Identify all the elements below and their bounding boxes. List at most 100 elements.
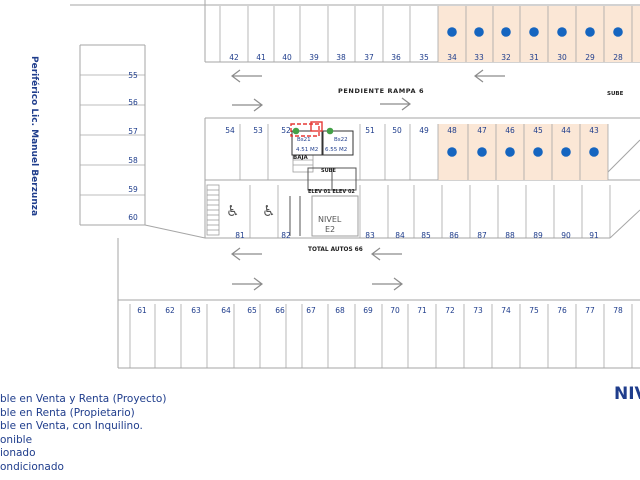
legend: ble en Venta y Renta (Proyecto) ble en R… [0, 393, 166, 475]
availability-dot [613, 27, 623, 37]
highlight-middle-row [438, 124, 608, 180]
spot-number: 63 [191, 306, 201, 315]
spot-number: 62 [165, 306, 175, 315]
spot-number: 44 [561, 126, 571, 135]
spot-number: 77 [585, 306, 595, 315]
availability-dot [477, 147, 487, 157]
spot-number: 89 [533, 231, 543, 240]
arrow-left-icon [371, 247, 402, 261]
arrow-left-icon [474, 69, 505, 83]
spot-number: 32 [501, 53, 511, 62]
spot-number: 28 [613, 53, 623, 62]
availability-dot [589, 147, 599, 157]
spot-number: 75 [529, 306, 539, 315]
spot-number: 64 [221, 306, 231, 315]
storage-area: 4.51 M2 [296, 147, 318, 153]
spot-number: 61 [137, 306, 147, 315]
lane-arrows [231, 69, 505, 291]
total-label: TOTAL AUTOS 66 [308, 247, 363, 253]
spot-number: 58 [128, 156, 138, 165]
spot-number: 49 [419, 126, 429, 135]
availability-dot [505, 147, 515, 157]
spot-number: 72 [445, 306, 455, 315]
street-name: Periférico Lic. Manuel Berzunza [29, 56, 40, 216]
spot-number: 43 [589, 126, 599, 135]
elevator-core [289, 167, 359, 237]
spot-number: 36 [391, 53, 401, 62]
baja-label: BAJA [293, 155, 308, 161]
availability-dot [561, 147, 571, 157]
spot-number: 52 [281, 126, 291, 135]
spot-number: 35 [419, 53, 429, 62]
spot-number: 66 [275, 306, 285, 315]
storage-code: Bs22 [334, 137, 348, 143]
spot-number: 60 [128, 213, 138, 222]
spot-number: 69 [363, 306, 373, 315]
green-dot [326, 127, 334, 135]
availability-dot [585, 27, 595, 37]
spot-number: 33 [474, 53, 484, 62]
availability-dots [447, 27, 623, 157]
spot-number: 31 [529, 53, 539, 62]
green-dot [292, 127, 300, 135]
highlight-top-row [438, 6, 640, 62]
spot-number: 56 [128, 98, 138, 107]
storage-unit [322, 130, 354, 156]
spot-number: 87 [477, 231, 487, 240]
spot-number: 48 [447, 126, 457, 135]
spot-number: 54 [225, 126, 235, 135]
arrow-right-icon [232, 277, 263, 291]
arrow-right-icon [380, 97, 411, 111]
spot-number: 55 [128, 71, 138, 80]
spot-number: 73 [473, 306, 483, 315]
spot-number: 91 [589, 231, 599, 240]
arrow-left-icon [231, 69, 262, 83]
spot-number: 47 [477, 126, 487, 135]
spot-number: 82 [281, 231, 291, 240]
spot-number: 76 [557, 306, 567, 315]
spot-number: 53 [253, 126, 263, 135]
spot-number: 38 [336, 53, 346, 62]
spot-number: 51 [365, 126, 375, 135]
legend-item: ondicionado [0, 460, 64, 473]
sube-label: SUBE [321, 168, 336, 174]
spot-number: 81 [235, 231, 245, 240]
availability-dot [533, 147, 543, 157]
spot-number: 30 [557, 53, 567, 62]
selection-mark [310, 121, 323, 132]
spot-number: 45 [533, 126, 543, 135]
spot-number: 88 [505, 231, 515, 240]
spot-number: 42 [229, 53, 239, 62]
legend-item: ionado [0, 447, 36, 460]
spot-number: 50 [392, 126, 402, 135]
level-label: NIVEL [318, 215, 342, 224]
arrow-right-icon [372, 277, 403, 291]
availability-dot [557, 27, 567, 37]
legend-item: ble en Venta, con Inquilino. [0, 420, 143, 433]
spot-number: 46 [505, 126, 515, 135]
spot-number: 67 [306, 306, 316, 315]
spot-number: 34 [447, 53, 457, 62]
spot-number: 41 [256, 53, 266, 62]
spot-number: 90 [561, 231, 571, 240]
spot-dividers [80, 6, 633, 368]
arrow-right-icon [232, 98, 263, 112]
spot-number: 84 [395, 231, 405, 240]
spot-number: 70 [390, 306, 400, 315]
spot-number: 39 [309, 53, 319, 62]
availability-dot [501, 27, 511, 37]
storage-code: Bs21 [297, 137, 311, 143]
availability-dot [474, 27, 484, 37]
street-label: Periférico Lic. Manuel Berzunza [22, 50, 48, 220]
level-code: E2 [325, 225, 335, 234]
spot-number: 37 [364, 53, 374, 62]
storage-area: 6.55 M2 [325, 147, 347, 153]
wheelchair-icon: ♿ [262, 202, 275, 220]
wheelchair-icon: ♿ [226, 202, 239, 220]
spot-number: 78 [613, 306, 623, 315]
stairs [206, 149, 314, 236]
level-title: NIV [614, 384, 640, 404]
storage-units [290, 121, 354, 156]
